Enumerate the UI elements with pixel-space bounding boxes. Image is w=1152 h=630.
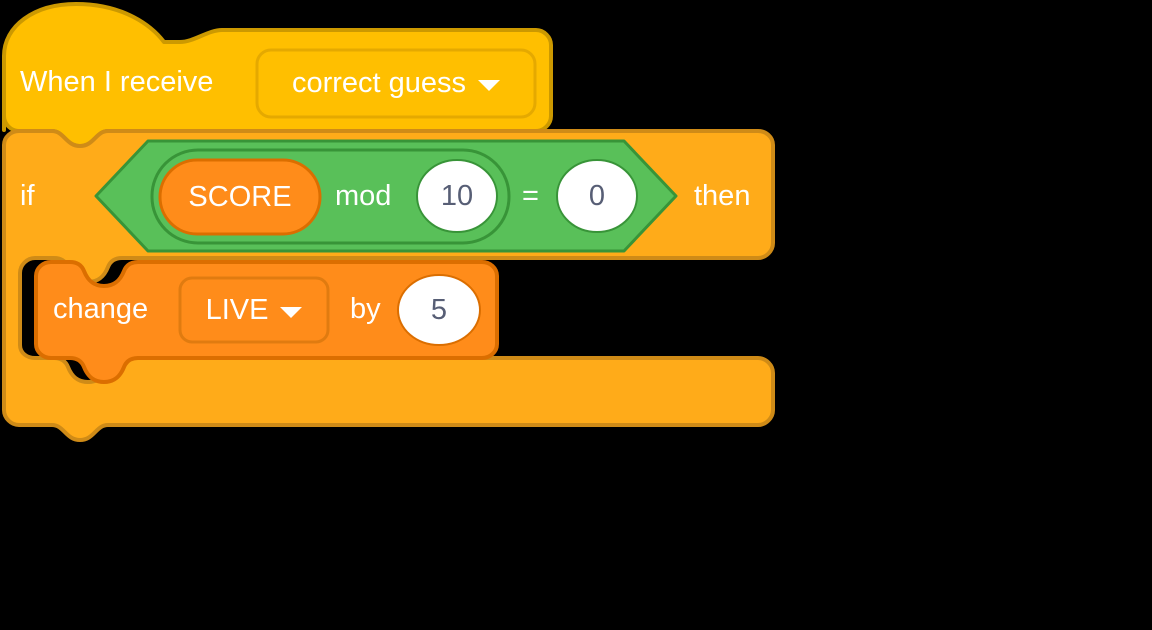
input-mod-divisor[interactable] xyxy=(416,159,498,233)
score-variable-value: SCORE xyxy=(188,180,292,213)
message-dropdown[interactable]: correct guess xyxy=(257,50,535,117)
when-i-receive-label: When I receive xyxy=(20,66,214,98)
change-amount-input-shape[interactable] xyxy=(397,274,481,346)
equals-right-input-shape[interactable] xyxy=(556,159,638,233)
score-variable-shape[interactable] xyxy=(158,158,322,236)
equals-right-input-wrap[interactable]: 0 xyxy=(557,160,637,232)
change-label: change xyxy=(53,293,149,325)
equals-label: = xyxy=(522,180,539,212)
input-equals-right[interactable] xyxy=(556,159,638,233)
score-variable-value-wrap[interactable]: SCORE xyxy=(160,160,320,234)
mod-label: mod xyxy=(335,180,392,212)
equals-right-input-value: 0 xyxy=(588,179,606,212)
if-label: if xyxy=(20,180,35,212)
chevron-down-icon xyxy=(478,80,501,91)
change-amount-input-wrap[interactable]: 5 xyxy=(399,275,479,345)
change-amount-input-value: 5 xyxy=(430,293,448,326)
variable-dropdown-shape[interactable] xyxy=(178,276,330,344)
by-label: by xyxy=(350,293,381,325)
message-dropdown-shape[interactable] xyxy=(255,48,537,119)
variable-dropdown[interactable]: LIVE xyxy=(180,278,328,342)
variable-dropdown-value: LIVE xyxy=(205,293,269,326)
chevron-down-icon xyxy=(280,306,303,318)
mod-divisor-input-value: 10 xyxy=(440,179,474,212)
message-dropdown-value: correct guess xyxy=(291,67,467,99)
block-score-variable[interactable] xyxy=(158,158,322,236)
block-when-i-receive[interactable] xyxy=(2,2,553,148)
then-label: then xyxy=(694,180,751,212)
block-change-variable[interactable] xyxy=(34,260,499,384)
mod-divisor-input-wrap[interactable]: 10 xyxy=(417,160,497,232)
mod-divisor-input-shape[interactable] xyxy=(416,159,498,233)
